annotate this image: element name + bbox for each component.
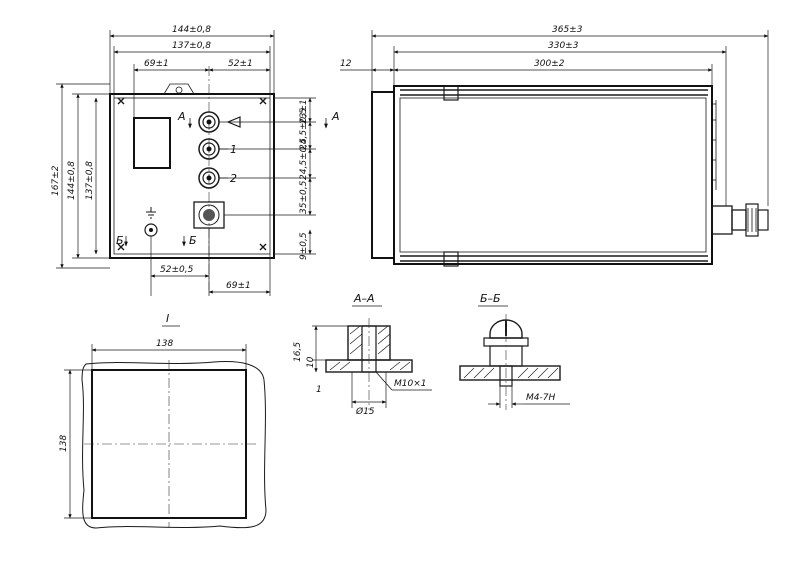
front-top-dimensions: 144±0,8 137±0,8 69±1 52±1: [109, 25, 275, 118]
dim-right-offset: 52±1: [228, 59, 253, 69]
dim-length-mid: 330±3: [548, 41, 579, 51]
dim-spacing-1: 23±1: [299, 99, 309, 124]
section-aa-diameter: Ø15: [355, 406, 375, 417]
rear-connector: [711, 203, 769, 237]
dim-spacing-5: 9±0,5: [299, 232, 309, 260]
dim-width-overall: 144±0,8: [172, 25, 211, 35]
rail-clamp-bottom: [443, 251, 459, 267]
dim-bottom-left: 52±0,5: [160, 265, 194, 275]
side-flange: [371, 91, 395, 259]
front-left-dimensions: 167±2 144±0,8 137±0,8: [51, 83, 110, 269]
front-panel-outline: [109, 93, 275, 259]
knob-top: [198, 111, 220, 133]
front-bottom-dimensions: 52±0,5 69±1: [150, 228, 271, 296]
top-bracket: [163, 83, 195, 95]
dim-left-offset: 69±1: [144, 59, 169, 69]
section-aa-title: А–А: [353, 292, 375, 305]
corner-screws: [117, 97, 267, 251]
side-body: [393, 85, 713, 265]
dim-width-inner: 137±0,8: [172, 41, 211, 51]
knob-label-2: 2: [230, 172, 237, 185]
section-bb: Б–Б М4-7Н: [459, 292, 570, 410]
section-aa-h1: 16,5: [293, 342, 303, 362]
display-window: [133, 117, 171, 169]
section-aa-h2: 10: [306, 356, 316, 368]
section-bb-thread: М4-7Н: [526, 393, 555, 403]
top-bracket-hole: [175, 86, 183, 94]
dim-length-inner: 300±2: [534, 59, 565, 69]
section-marker-a-right: A: [331, 110, 340, 123]
dim-flange: 12: [340, 59, 352, 69]
section-marker-b-left: Б: [116, 234, 124, 247]
section-aa-thread: М10×1: [394, 379, 426, 389]
section-marker-a-left: A: [177, 110, 186, 123]
front-right-dimensions: 23±1 24,5±0,5 24,5±0,5 35±0,5 9±0,5: [219, 97, 316, 260]
section-bb-title: Б–Б: [480, 292, 501, 305]
dim-spacing-3: 24,5±0,5: [299, 138, 309, 180]
section-aa: А–А 16,5 10 1 Ø15 М10×1: [293, 292, 432, 417]
dim-height-inner: 137±0,8: [85, 161, 95, 200]
dim-height-body: 144±0,8: [67, 161, 77, 200]
dim-spacing-4: 35±0,5: [299, 180, 309, 214]
dim-length-overall: 365±3: [552, 25, 583, 35]
front-view: 1 2 A A Б Б 144±0,8 137±0,8 69±1 52±1: [51, 25, 340, 296]
cutout-height: 138: [59, 435, 69, 452]
rear-fins: [712, 100, 717, 190]
front-panel-inner: [113, 97, 271, 255]
knob-label-1: 1: [230, 143, 237, 156]
side-view: 365±3 330±3 300±2 12: [340, 25, 769, 267]
section-marker-b-right: Б: [189, 234, 197, 247]
cutout-width: 138: [156, 339, 173, 349]
cutout-title: I: [166, 312, 169, 325]
ground-terminal: [144, 207, 158, 237]
dim-spacing-2: 24,5±0,5: [299, 108, 309, 150]
cutout-view: I 138 138: [59, 312, 267, 529]
dim-height-overall: 167±2: [51, 165, 61, 196]
section-bb-hatch: [463, 367, 559, 379]
rail-clamp-top: [443, 85, 459, 101]
section-aa-small: 1: [316, 385, 322, 395]
dim-bottom-right: 69±1: [226, 281, 251, 291]
cutout-rough-edge: [81, 361, 267, 529]
section-aa-hatch: [329, 325, 411, 371]
